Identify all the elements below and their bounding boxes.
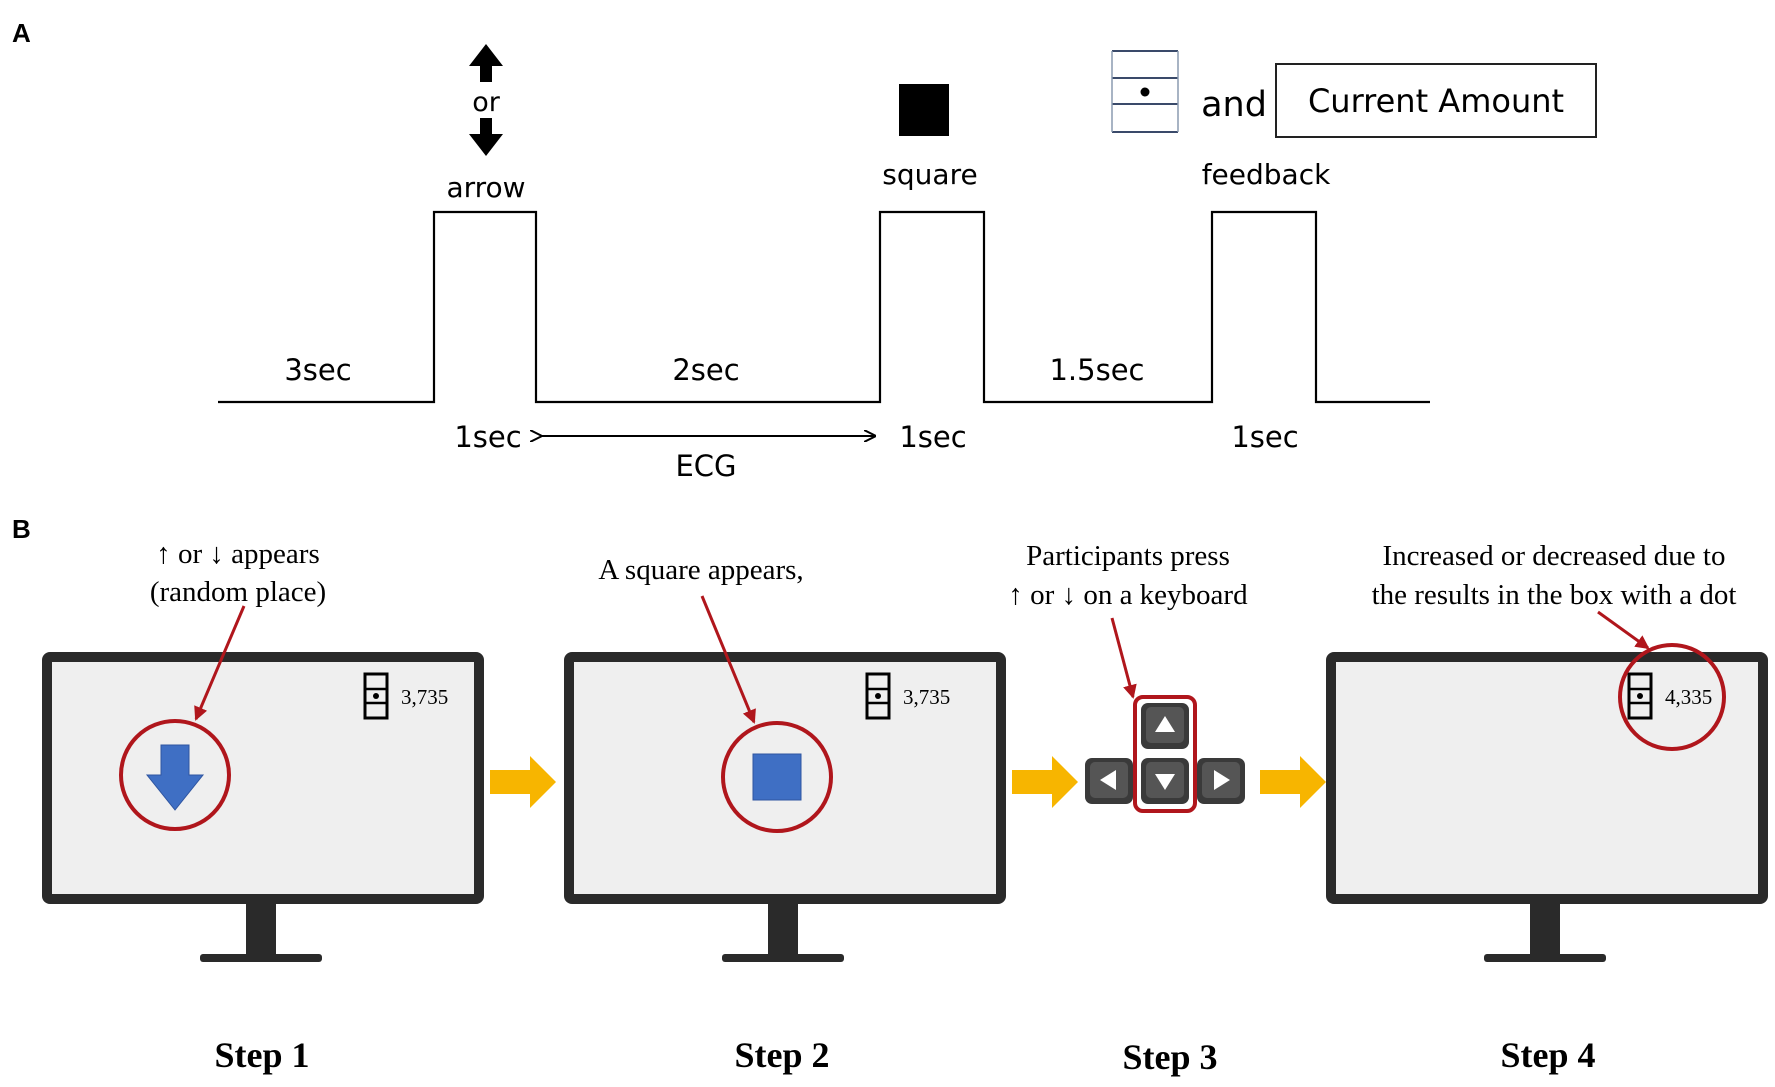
panel-b-label: B — [12, 514, 31, 544]
step4-pointer-arrow — [1597, 610, 1650, 650]
step4-title: Step 4 — [1500, 1035, 1595, 1075]
duration-pulse3: 1sec — [1231, 420, 1298, 454]
duration-pulse2: 1sec — [899, 420, 966, 454]
step3-pointer-arrow — [1110, 617, 1137, 699]
dot-box-icon — [1111, 50, 1179, 133]
arrow-or-text: or — [472, 87, 501, 118]
timing-waveform — [218, 210, 1430, 404]
step3-highlight-box — [1133, 695, 1197, 813]
up-key-icon — [1141, 703, 1189, 749]
monitor-step4 — [1326, 652, 1768, 962]
down-arrow-stimulus-icon — [145, 744, 205, 811]
step1-pointer-arrow — [194, 605, 246, 721]
step2-annotation-line1: A square appears, — [598, 554, 803, 586]
left-key-icon — [1085, 758, 1133, 804]
flow-arrow-3 — [1260, 756, 1326, 808]
step2-title: Step 2 — [734, 1035, 829, 1075]
flow-arrow-2 — [1012, 756, 1078, 808]
duration-gap2: 1.5sec — [1049, 353, 1144, 387]
square-caption: square — [882, 158, 977, 191]
keyboard-arrow-keys — [1085, 703, 1245, 804]
current-amount-box — [1275, 63, 1597, 138]
and-word: and — [1201, 85, 1267, 125]
step1-title: Step 1 — [214, 1035, 309, 1075]
step4-amount: 4,335 — [1665, 685, 1712, 709]
arrow-caption: arrow — [446, 171, 525, 204]
step3-annotation-line1: Participants press — [1026, 540, 1230, 572]
current-amount-text: Current Amount — [1308, 82, 1564, 120]
feedback-caption: feedback — [1202, 158, 1331, 191]
dot-box-icon — [1627, 672, 1653, 720]
down-key-icon — [1141, 758, 1189, 804]
step1-annotation-line2: (random place) — [150, 576, 326, 608]
panel-a-label: A — [12, 18, 31, 48]
step4-annotation-line2: the results in the box with a dot — [1372, 579, 1737, 611]
flow-arrow-1 — [490, 756, 556, 808]
step3-annotation-line2: ↑ or ↓ on a keyboard — [1008, 579, 1248, 611]
duration-pulse1: 1sec — [454, 420, 521, 454]
step1-highlight-circle — [119, 719, 231, 831]
square-stimulus-icon — [752, 753, 802, 801]
step2-amount: 3,735 — [903, 685, 950, 709]
step2-pointer-arrow — [700, 595, 756, 724]
step1-annotation-line1: ↑ or ↓ appears — [156, 538, 319, 570]
duration-gap1: 2sec — [672, 353, 739, 387]
step1-amount: 3,735 — [401, 685, 448, 709]
step2-highlight-circle — [721, 721, 833, 833]
right-key-icon — [1197, 758, 1245, 804]
step3-title: Step 3 — [1122, 1037, 1217, 1077]
up-down-arrow-icon — [469, 44, 503, 156]
step4-annotation-line1: Increased or decreased due to — [1383, 540, 1726, 572]
dot-box-icon — [363, 672, 389, 720]
step4-highlight-circle — [1618, 643, 1726, 751]
dot-box-icon — [865, 672, 891, 720]
ecg-label: ECG — [675, 449, 736, 483]
square-stimulus-icon — [899, 84, 949, 136]
monitor-step1 — [42, 652, 484, 962]
duration-pre: 3sec — [284, 353, 351, 387]
